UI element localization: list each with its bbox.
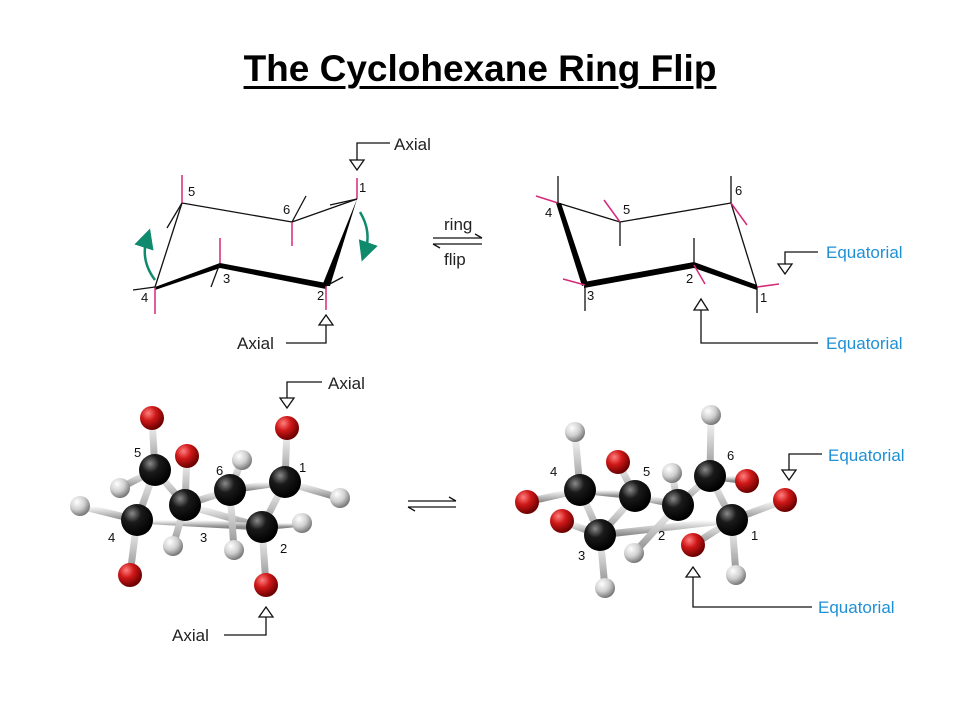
rotate-down-arrow-icon xyxy=(358,211,378,262)
carbon-label-4: 4 xyxy=(141,290,148,305)
wedge-4-3 xyxy=(556,203,588,286)
pointer-arrowhead-icon xyxy=(257,605,275,618)
carbon-label-4: 4 xyxy=(545,205,552,220)
carbon-label-4: 4 xyxy=(108,530,115,545)
carbon-label-3: 3 xyxy=(200,530,207,545)
equatorial-label-top: Equatorial xyxy=(828,446,905,465)
chair-left: 1 2 3 4 5 6 Axial Axial xyxy=(132,135,431,353)
oxygen-atom xyxy=(515,490,539,514)
front-bond-2-1 xyxy=(694,262,757,290)
carbon-label-6: 6 xyxy=(727,448,734,463)
carbon-label-1: 1 xyxy=(299,460,306,475)
carbon-atom xyxy=(121,504,153,536)
chair-right: 1 2 3 4 5 6 Equatorial Equatorial xyxy=(535,176,903,353)
oxygen-atom xyxy=(175,444,199,468)
page-title: The Cyclohexane Ring Flip xyxy=(243,48,717,89)
carbon-atom xyxy=(716,504,748,536)
oxygen-atom xyxy=(735,469,759,493)
carbon-label-2: 2 xyxy=(317,288,324,303)
carbon-atom xyxy=(584,519,616,551)
ring-label: ring xyxy=(444,215,472,234)
hydrogen-atom xyxy=(565,422,585,442)
carbon-label-5: 5 xyxy=(134,445,141,460)
carbon-label-5: 5 xyxy=(188,184,195,199)
pointer-arrowhead-icon xyxy=(348,159,366,172)
hydrogen-atom xyxy=(110,478,130,498)
oxygen-atom xyxy=(606,450,630,474)
equatorial-label-top: Equatorial xyxy=(826,243,903,262)
carbon-label-3: 3 xyxy=(587,288,594,303)
carbon-atom xyxy=(694,460,726,492)
axial-label-bottom: Axial xyxy=(237,334,274,353)
equilibrium-arrows-icon xyxy=(432,233,483,249)
axial-label-bottom: Axial xyxy=(172,626,209,645)
hydrogen-atom xyxy=(701,405,721,425)
hydrogen-atom xyxy=(595,578,615,598)
rotate-up-arrow-icon xyxy=(134,228,157,281)
carbon-label-3: 3 xyxy=(223,271,230,286)
ball-stick-left: 1 2 3 4 5 6 Axial Axial xyxy=(70,374,365,645)
carbon-atom xyxy=(564,474,596,506)
carbon-atom xyxy=(139,454,171,486)
hydrogen-atom xyxy=(224,540,244,560)
carbon-label-2: 2 xyxy=(658,528,665,543)
oxygen-atom xyxy=(550,509,574,533)
oxygen-atom xyxy=(254,573,278,597)
hydrogen-atom xyxy=(624,543,644,563)
equatorial-label-bottom: Equatorial xyxy=(826,334,903,353)
oxygen-atom xyxy=(773,488,797,512)
carbon-label-4: 4 xyxy=(550,464,557,479)
carbon-atom xyxy=(169,489,201,521)
axial-label-top: Axial xyxy=(394,135,431,154)
hydrogen-atom xyxy=(70,496,90,516)
pointer-arrowhead-icon xyxy=(780,469,798,482)
pointer-arrowhead-icon xyxy=(278,397,296,410)
pointer-arrowhead-icon xyxy=(776,263,794,276)
carbon-label-6: 6 xyxy=(283,202,290,217)
carbon-label-1: 1 xyxy=(359,180,366,195)
carbon-label-2: 2 xyxy=(280,541,287,556)
hydrogen-atom xyxy=(292,513,312,533)
pointer-arrowhead-icon xyxy=(684,565,702,578)
carbon-label-6: 6 xyxy=(216,463,223,478)
carbon-label-6: 6 xyxy=(735,183,742,198)
oxygen-atom xyxy=(118,563,142,587)
carbon-atom xyxy=(214,474,246,506)
pointer-arrowhead-icon xyxy=(317,313,335,326)
axial-label-top: Axial xyxy=(328,374,365,393)
hydrogen-atom xyxy=(163,536,183,556)
hydrogen-atom xyxy=(330,488,350,508)
carbon-atom xyxy=(269,466,301,498)
oxygen-atom xyxy=(140,406,164,430)
front-bond-3-2 xyxy=(584,262,694,288)
carbon-label-5: 5 xyxy=(643,464,650,479)
hydrogen-atom xyxy=(662,463,682,483)
front-bond-4-3 xyxy=(155,263,220,290)
oxygen-atom xyxy=(681,533,705,557)
carbon-label-1: 1 xyxy=(760,290,767,305)
carbon-atom xyxy=(619,480,651,512)
equatorial-label-bottom: Equatorial xyxy=(818,598,895,617)
hydrogen-atom xyxy=(726,565,746,585)
carbon-atom xyxy=(246,511,278,543)
wedge-2-1 xyxy=(322,199,357,286)
flip-label: flip xyxy=(444,250,466,269)
ring-flip-equilibrium: ring flip xyxy=(432,215,483,269)
ball-stick-right: 1 2 3 4 5 6 Equatorial Equatorial xyxy=(515,405,905,617)
front-bond-3-2 xyxy=(220,263,326,289)
carbon-label-5: 5 xyxy=(623,202,630,217)
carbon-label-1: 1 xyxy=(751,528,758,543)
equilibrium-arrows-icon xyxy=(407,496,457,512)
oxygen-atom xyxy=(275,416,299,440)
hydrogen-atom xyxy=(232,450,252,470)
carbon-label-3: 3 xyxy=(578,548,585,563)
carbon-label-2: 2 xyxy=(686,271,693,286)
pointer-arrowhead-icon xyxy=(692,297,710,311)
carbon-atom xyxy=(662,489,694,521)
